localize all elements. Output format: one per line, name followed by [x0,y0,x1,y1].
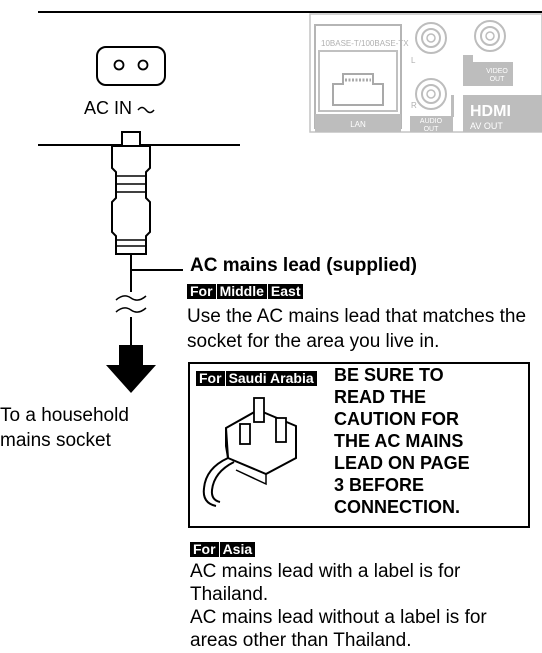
region-tag: East [267,284,304,299]
svg-text:L: L [411,56,416,65]
household-socket-label: To a household mains socket [0,405,129,451]
hdmi-logo: HDMI [470,103,511,120]
region-tag: For [196,371,225,386]
uk-plug-illustration [202,397,297,507]
ac-lead [115,254,183,345]
hdmi-port: HDMI AV OUT [463,95,542,132]
ac-in-label: AC IN [84,98,133,118]
rear-panel: 10BASE-T/100BASE-TX LAN L R AUDIO OUT VI… [309,13,542,133]
caution-text: BE SURE TO READ THE CAUTION FOR THE AC M… [334,365,470,517]
svg-text:OUT: OUT [424,126,440,133]
lan-spec-label: 10BASE-T/100BASE-TX [321,39,409,48]
lead-title: AC mains lead (supplied) [190,255,417,276]
lan-label: LAN [350,120,366,129]
video-jack: VIDEO OUT [463,20,513,86]
asia-text-line-2: AC mains lead without a label is for are… [190,607,487,651]
asia-text: AC mains lead with a label is for Thaila… [190,560,490,652]
down-arrow-icon [106,345,156,393]
region-tag: Middle [216,284,267,299]
region-tag: Saudi Arabia [225,371,317,386]
region-tag: For [190,542,219,557]
region-tag: For [187,284,216,299]
audio-out-label: AUDIO [420,118,443,125]
middle-east-text: Use the AC mains lead that matches the s… [187,306,527,352]
audio-jacks: L R AUDIO OUT [410,22,454,133]
asia-text-line-1: AC mains lead with a label is for Thaila… [190,561,461,605]
svg-text:R: R [411,101,417,110]
av-out-label: AV OUT [470,121,503,131]
region-tag: Asia [219,542,256,557]
ac-plug [111,131,151,255]
svg-text:OUT: OUT [490,76,506,83]
video-out-label: VIDEO [486,68,508,75]
ac-inlet [96,46,166,114]
